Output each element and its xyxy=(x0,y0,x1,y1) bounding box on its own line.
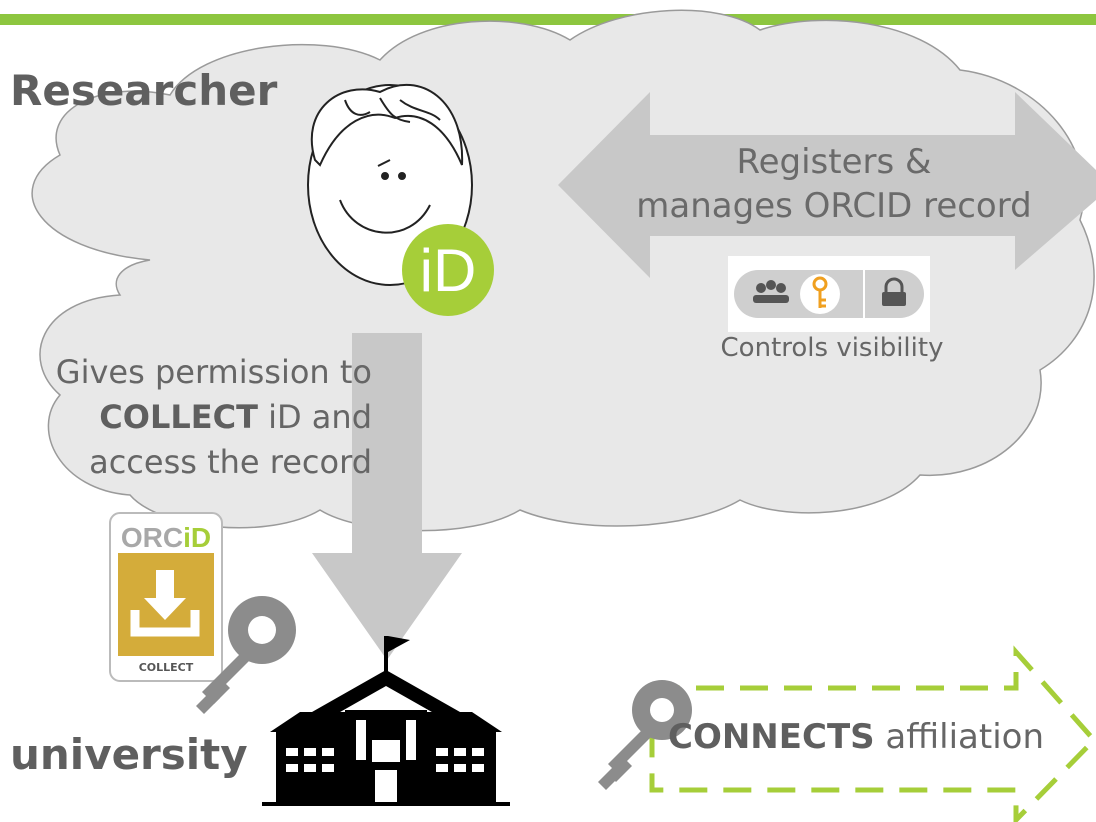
download-arrow-icon xyxy=(144,570,186,620)
permission-label: Gives permission to COLLECT iD and acces… xyxy=(0,350,372,485)
orcid-id-icon xyxy=(402,224,494,316)
key-icon xyxy=(812,276,828,308)
key-icon xyxy=(598,680,692,790)
permission-keyword: COLLECT xyxy=(99,398,258,436)
permission-line-1: Gives permission to xyxy=(55,353,372,391)
university-building-icon xyxy=(262,636,510,806)
key-icon xyxy=(196,596,296,714)
top-accent-bar xyxy=(0,14,1096,25)
visibility-icon-strip xyxy=(728,256,930,332)
orcid-logo-text: iD xyxy=(420,237,477,304)
visibility-label: Controls visibility xyxy=(720,333,944,363)
permission-line-2: COLLECT iD and xyxy=(0,395,372,440)
orcid-collect-badge xyxy=(109,512,223,682)
registers-line-1: Registers & xyxy=(736,142,932,182)
permission-down-arrow xyxy=(312,333,462,660)
researcher-title: Researcher xyxy=(10,66,278,115)
registers-line-2: manages ORCID record xyxy=(636,186,1032,226)
institution-label: university xyxy=(10,730,248,779)
badge-brand: ORCiD xyxy=(121,522,211,553)
register-double-arrow xyxy=(558,92,1096,278)
permission-line-2-rest: iD and xyxy=(257,398,372,436)
registers-label: Registers & manages ORCID record xyxy=(600,140,1068,228)
lock-icon xyxy=(882,277,906,306)
group-icon xyxy=(753,280,789,303)
connects-keyword: CONNECTS xyxy=(668,717,875,757)
connects-label: CONNECTS affiliation xyxy=(668,717,1044,757)
connects-dashed-arrow xyxy=(649,645,1096,822)
badge-label: COLLECT xyxy=(139,661,194,674)
permission-line-3: access the record xyxy=(89,443,372,481)
connects-rest: affiliation xyxy=(874,717,1044,757)
